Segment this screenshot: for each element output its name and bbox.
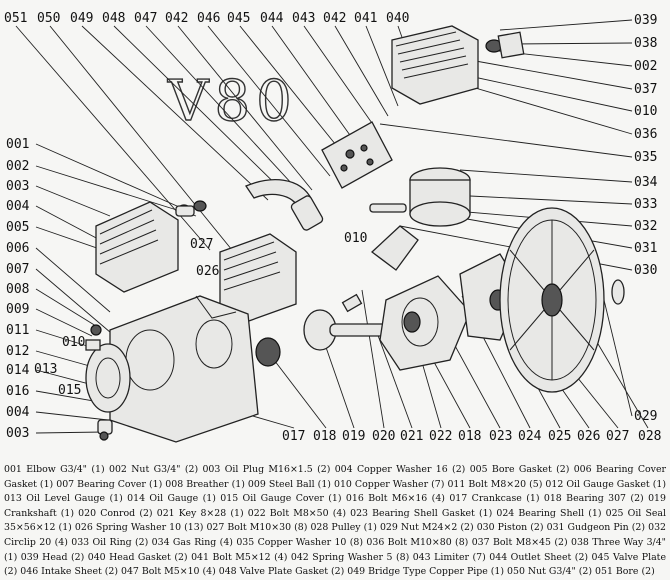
- callout-left-1: 002: [6, 159, 29, 174]
- small-fittings: [85, 205, 363, 441]
- exploded-view-drawing: V80 051 050 049 048 047 042 046 045 044 …: [4, 11, 661, 444]
- callout-bottom-4: 021: [400, 429, 423, 444]
- callout-left-2: 003: [6, 179, 29, 194]
- right-number-column: 039 038 002 037 010 036 035 034 033 032 …: [634, 13, 658, 424]
- callout-right-12: 029: [634, 409, 657, 424]
- bottom-number-row: 017 018 019 020 021 022 018 023 024 025 …: [282, 429, 661, 444]
- callout-right-5: 036: [634, 127, 657, 142]
- top-number-row: 051 050 049 048 047 042 046 045 044 043 …: [4, 11, 409, 26]
- callout-bottom-10: 026: [577, 429, 600, 444]
- callout-inner-3: 027: [190, 237, 213, 252]
- callout-left-4: 005: [6, 220, 29, 235]
- callout-left-10: 012: [6, 344, 29, 359]
- callout-left-8: 009: [6, 302, 29, 317]
- callout-bottom-8: 024: [518, 429, 542, 444]
- callout-bottom-7: 023: [489, 429, 512, 444]
- callout-bottom-2: 019: [342, 429, 365, 444]
- callout-left-15: 003: [6, 426, 29, 441]
- callout-top-11: 041: [354, 11, 377, 26]
- piston-assembly: [369, 167, 471, 271]
- callout-bottom-12: 028: [638, 429, 661, 444]
- callout-top-3: 048: [102, 11, 125, 26]
- callout-bottom-11: 027: [606, 429, 629, 444]
- cylinder-head-right: [391, 25, 525, 105]
- callout-right-2: 002: [634, 59, 657, 74]
- callout-bottom-6: 018: [458, 429, 481, 444]
- exploded-diagram-page: V80 051 050 049 048 047 042 046 045 044 …: [4, 11, 666, 577]
- callout-left-7: 008: [6, 282, 29, 297]
- callout-inner-2: 015: [58, 383, 81, 398]
- bridge-pipe: [245, 179, 324, 231]
- callout-top-1: 050: [37, 11, 60, 26]
- callout-left-11: 013: [34, 362, 57, 377]
- parts-legend-text: 001 Elbow G3/4" (1) 002 Nut G3/4" (2) 00…: [4, 464, 666, 578]
- callout-left-5: 006: [6, 241, 29, 256]
- callout-right-8: 033: [634, 197, 657, 212]
- callout-bottom-9: 025: [548, 429, 571, 444]
- callout-top-5: 042: [165, 11, 188, 26]
- callout-left-13: 016: [6, 384, 29, 399]
- callout-right-4: 010: [634, 104, 657, 119]
- pulley: [499, 207, 625, 393]
- callout-right-7: 034: [634, 175, 658, 190]
- callout-top-12: 040: [386, 11, 409, 26]
- callout-inner-0: 010: [62, 335, 85, 350]
- callout-bottom-0: 017: [282, 429, 305, 444]
- callout-left-12: 014: [6, 363, 30, 378]
- callout-right-0: 039: [634, 13, 657, 28]
- callout-bottom-1: 018: [313, 429, 336, 444]
- callout-inner-5: 010: [344, 231, 367, 246]
- callout-left-9: 011: [6, 323, 29, 338]
- callout-left-0: 001: [6, 137, 29, 152]
- callout-right-11: 030: [634, 263, 657, 278]
- valve-plate: [321, 121, 393, 189]
- callout-top-4: 047: [134, 11, 157, 26]
- cylinder-middle: [219, 233, 297, 323]
- bearing-shell: [379, 275, 471, 371]
- parts-legend: 001 Elbow G3/4" (1) 002 Nut G3/4" (2) 00…: [4, 463, 666, 580]
- callout-left-3: 004: [6, 199, 30, 214]
- model-mark: V80: [167, 69, 298, 134]
- callout-top-9: 043: [292, 11, 315, 26]
- callout-right-9: 032: [634, 219, 657, 234]
- callout-top-6: 046: [197, 11, 220, 26]
- callout-bottom-5: 022: [429, 429, 452, 444]
- inner-callouts: 010 013 015 027 026 010: [58, 231, 367, 398]
- callout-top-10: 042: [323, 11, 346, 26]
- callout-inner-4: 026: [196, 264, 219, 279]
- crankcase: [109, 295, 259, 443]
- callout-right-10: 031: [634, 241, 657, 256]
- callout-right-1: 038: [634, 36, 657, 51]
- callout-top-8: 044: [260, 11, 284, 26]
- callout-left-14: 004: [6, 405, 30, 420]
- left-number-column: 001 002 003 004 005 006 007 008 009 011 …: [6, 137, 57, 441]
- callout-bottom-3: 020: [372, 429, 395, 444]
- callout-right-3: 037: [634, 82, 657, 97]
- callout-top-7: 045: [227, 11, 250, 26]
- bearing-cover: [85, 343, 131, 413]
- callout-right-6: 035: [634, 150, 657, 165]
- cylinder-left: [95, 200, 207, 293]
- callout-top-2: 049: [70, 11, 93, 26]
- callout-left-6: 007: [6, 262, 29, 277]
- callout-top-0: 051: [4, 11, 27, 26]
